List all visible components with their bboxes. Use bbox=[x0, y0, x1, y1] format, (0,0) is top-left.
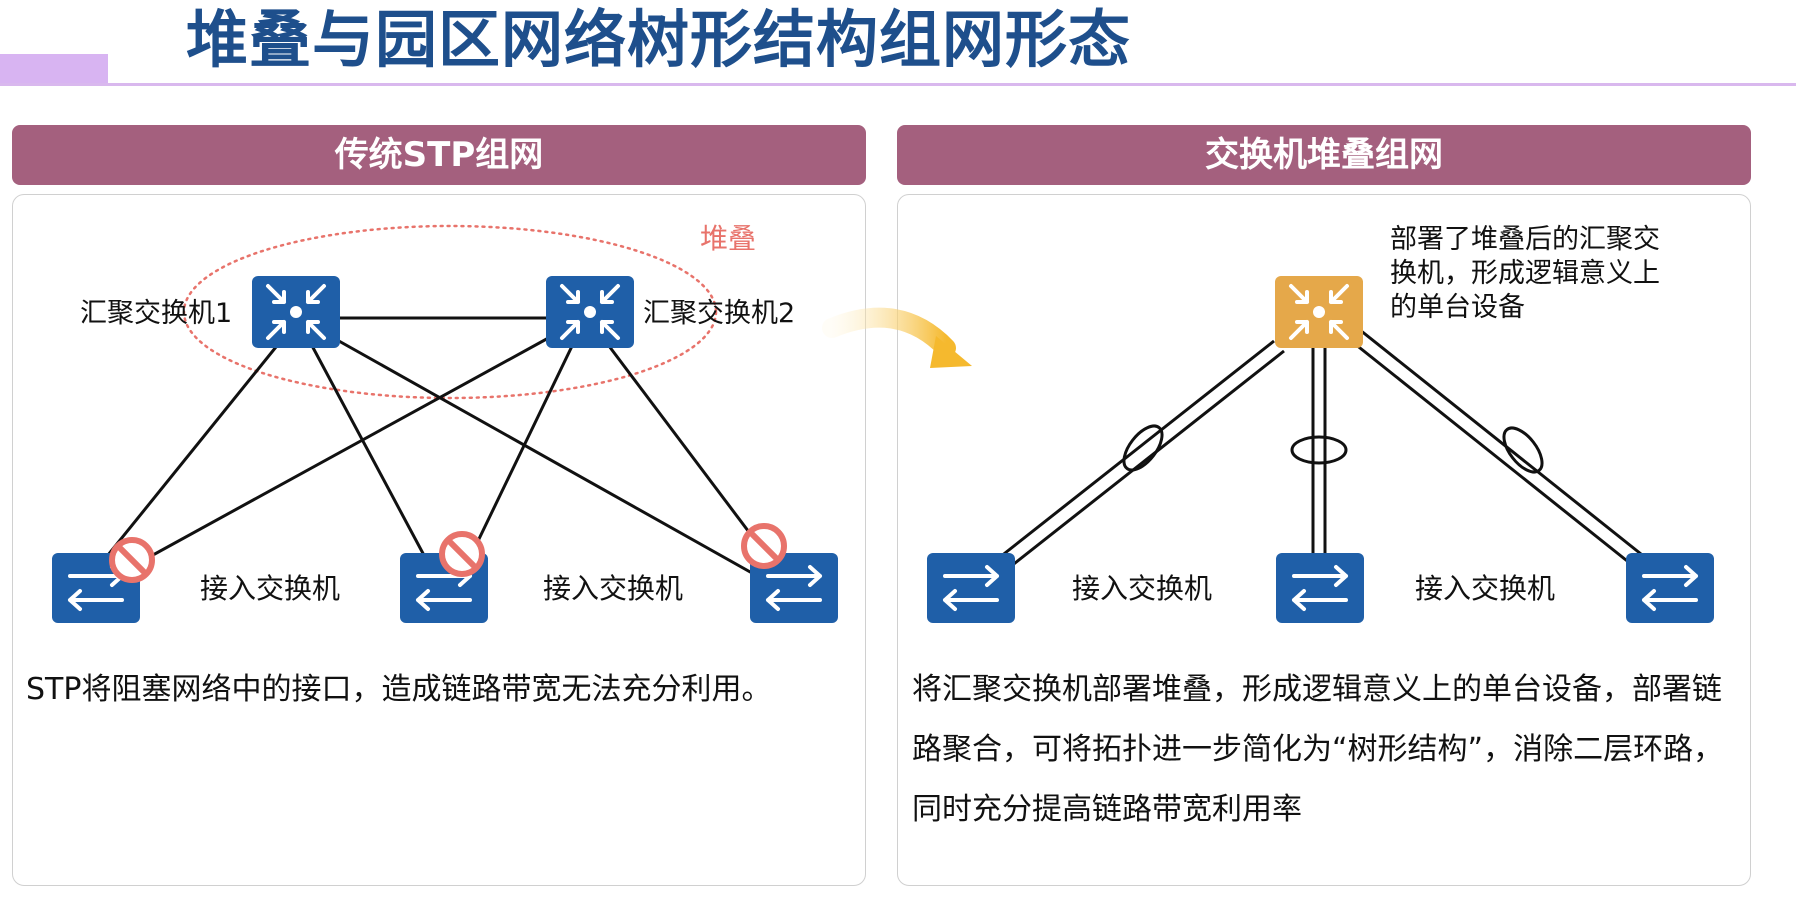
transition-arrow-icon bbox=[822, 307, 972, 368]
access-switch-5-icon bbox=[1276, 553, 1364, 623]
access-switch-3-icon bbox=[750, 553, 838, 623]
link-agg1-access2 bbox=[308, 341, 436, 575]
right-panel-header: 交换机堆叠组网 bbox=[897, 125, 1751, 185]
link-agg2-access1 bbox=[121, 334, 553, 574]
access-switch-4-icon bbox=[927, 553, 1015, 623]
callout-line-3: 的单台设备 bbox=[1390, 292, 1525, 323]
link-aggregation-icon-3 bbox=[1502, 426, 1544, 474]
agg-switch-2-icon bbox=[546, 276, 634, 348]
link-aggregation-icon-2 bbox=[1290, 435, 1348, 465]
callout-line-2: 换机，形成逻辑意义上 bbox=[1390, 258, 1660, 289]
blocked-port-1-icon bbox=[112, 540, 152, 580]
agg-switch-1-label: 汇聚交换机1 bbox=[80, 298, 232, 329]
access-label-left-2: 接入交换机 bbox=[543, 572, 683, 605]
stp-links bbox=[102, 316, 772, 584]
access-label-right-2: 接入交换机 bbox=[1415, 572, 1555, 605]
stack-ellipse bbox=[182, 224, 718, 400]
aggregated-links bbox=[999, 328, 1647, 570]
link-agg1-access3 bbox=[329, 334, 769, 584]
link-agg2-access2 bbox=[462, 341, 576, 571]
left-panel-header: 传统STP组网 bbox=[12, 125, 866, 185]
callout-line-1: 部署了堆叠后的汇聚交 bbox=[1390, 224, 1660, 255]
link-aggregation-icon-1 bbox=[1122, 424, 1164, 472]
left-panel-box bbox=[12, 194, 866, 886]
agg-switch-2-label: 汇聚交换机2 bbox=[643, 298, 795, 329]
link-agg2-access3 bbox=[604, 341, 772, 561]
link-agg1-access1 bbox=[102, 341, 282, 561]
stack-label: 堆叠 bbox=[700, 222, 756, 255]
blocked-port-3-icon bbox=[744, 526, 784, 566]
title-accent-bar bbox=[0, 54, 108, 84]
access-label-left-1: 接入交换机 bbox=[200, 572, 340, 605]
stacked-agg-switch-icon bbox=[1275, 276, 1363, 348]
page-title: 堆叠与园区网络树形结构组网形态 bbox=[186, 3, 1132, 76]
blocked-port-2-icon bbox=[442, 534, 482, 574]
agg-switch-1-icon bbox=[252, 276, 340, 348]
access-switch-6-icon bbox=[1626, 553, 1714, 623]
left-description: STP将阻塞网络中的接口，造成链路带宽无法充分利用。 bbox=[26, 672, 772, 707]
title-underline bbox=[0, 83, 1796, 86]
access-label-right-1: 接入交换机 bbox=[1072, 572, 1212, 605]
right-description: 将汇聚交换机部署堆叠，形成逻辑意义上的单台设备，部署链路聚合，可将拓扑进一步简化… bbox=[912, 672, 1724, 827]
